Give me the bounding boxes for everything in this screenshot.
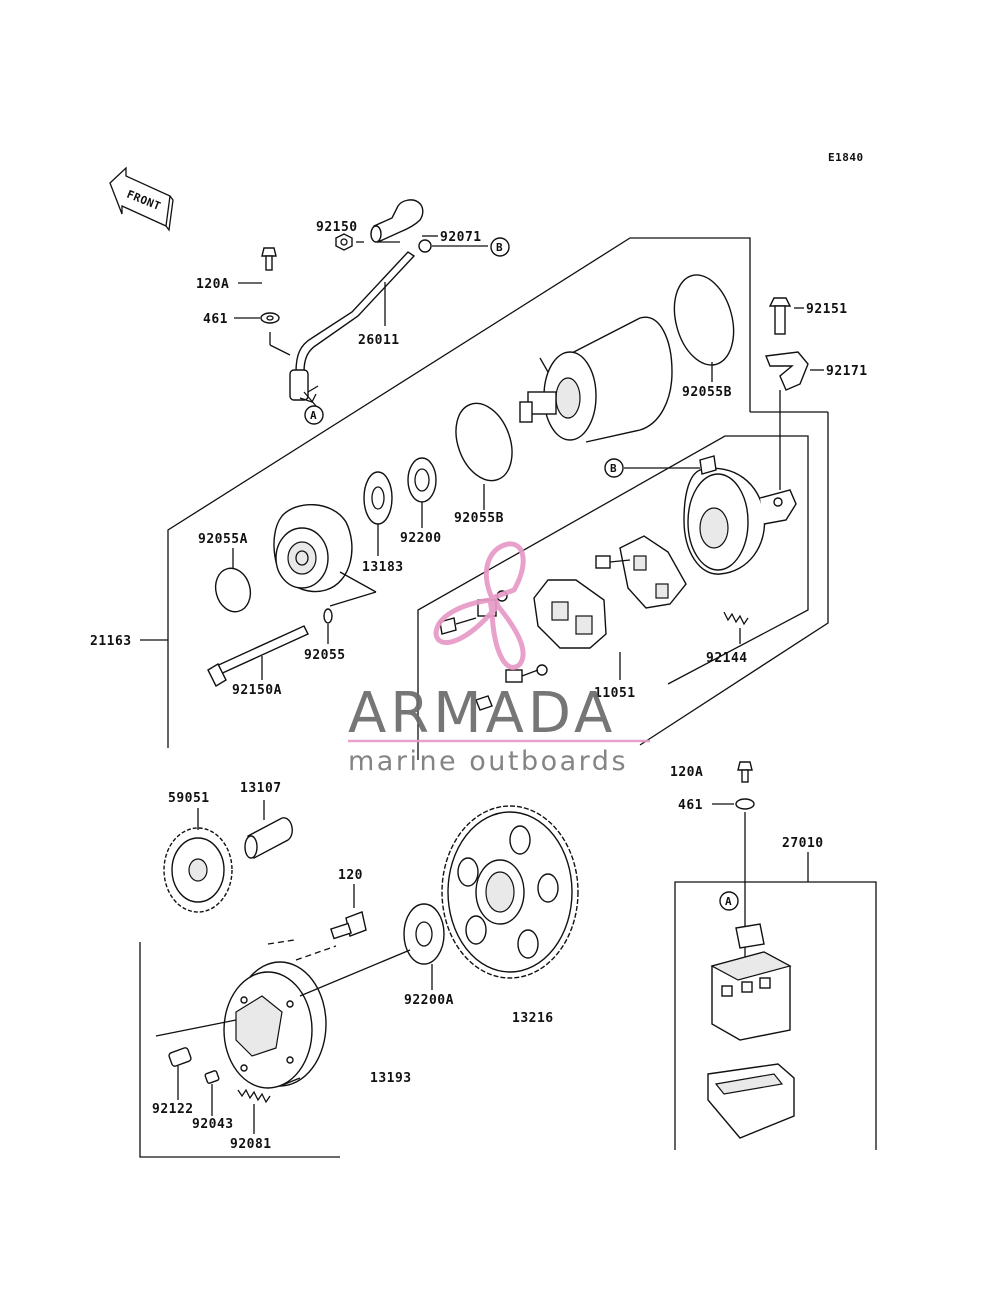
label-13216: 13216 (512, 1011, 554, 1026)
cable-cap-92071 (370, 199, 438, 243)
bolt-120 (330, 884, 367, 940)
label-461-bottom: 461 (678, 798, 703, 813)
bolt-92150a (207, 625, 309, 687)
nut-92150 (335, 233, 400, 251)
watermark-brand: ARMADA (348, 681, 616, 746)
o-ring-92055b-top (673, 274, 735, 382)
label-26011: 26011 (358, 333, 400, 348)
label-92200a: 92200A (404, 993, 454, 1008)
plate-13183 (363, 471, 393, 556)
label-92043: 92043 (192, 1117, 234, 1132)
armada-watermark: ARMADA marine outboards (348, 541, 650, 777)
label-92151: 92151 (806, 302, 848, 317)
label-120a-top: 120A (196, 277, 229, 292)
bolt-120a-bottom (737, 761, 753, 783)
cable-26011 (289, 239, 488, 407)
label-21163: 21163 (90, 634, 132, 649)
label-13193: 13193 (370, 1071, 412, 1086)
svg-text:A: A (310, 409, 317, 422)
brush-holder (439, 535, 687, 711)
label-92055: 92055 (304, 648, 346, 663)
label-120: 120 (338, 868, 363, 883)
part-labels: 92150 92071 120A 461 26011 92151 92171 9… (90, 220, 868, 1152)
washer-461-top (234, 312, 291, 356)
label-27010: 27010 (782, 836, 824, 851)
spring-92081 (237, 1088, 271, 1134)
label-92150a: 92150A (232, 683, 282, 698)
bolt-92151 (768, 297, 804, 335)
relay-27010 (707, 923, 795, 1139)
bracket-92171 (765, 351, 824, 490)
washer-92200a (403, 903, 445, 990)
callout-b-mid: B (604, 458, 700, 478)
diagram-code: E1840 (828, 151, 864, 164)
label-92081: 92081 (230, 1137, 272, 1152)
washer-92200 (407, 457, 437, 528)
label-11051: 11051 (594, 686, 636, 701)
label-59051: 59051 (168, 791, 210, 806)
svg-text:A: A (725, 895, 732, 908)
front-arrow-icon: FRONT (109, 166, 174, 232)
brush-holder-bracket (417, 435, 809, 760)
callout-a-top: A (304, 405, 324, 425)
o-ring-92055 (323, 591, 377, 644)
o-ring-92055a (214, 548, 252, 613)
callout-a-bottom: A (719, 891, 739, 911)
clutch-13193 (155, 939, 411, 1089)
label-92055b-top: 92055B (682, 385, 732, 400)
yoke-housing (519, 316, 673, 443)
label-92071: 92071 (440, 230, 482, 245)
motor-assembly-bracket (140, 237, 829, 748)
pin-92043 (204, 1070, 220, 1116)
gear-59051 (163, 808, 233, 913)
label-92055b-mid: 92055B (454, 511, 504, 526)
spring-92144 (723, 611, 749, 644)
propeller-logo-icon (433, 541, 526, 670)
rear-end-cover (683, 455, 797, 575)
callout-b-top: B (490, 237, 510, 257)
label-13107: 13107 (240, 781, 282, 796)
label-92122: 92122 (152, 1102, 194, 1117)
label-92150: 92150 (316, 220, 358, 235)
svg-text:B: B (610, 462, 617, 475)
label-92055a: 92055A (198, 532, 248, 547)
o-ring-92055b-mid (455, 402, 513, 510)
roller-92122 (168, 1047, 192, 1100)
relay-bracket (674, 852, 877, 1150)
watermark-tagline: marine outboards (348, 746, 628, 777)
label-92144: 92144 (706, 651, 748, 666)
shaft-13107 (244, 800, 293, 860)
svg-text:B: B (496, 241, 503, 254)
label-13183: 13183 (362, 560, 404, 575)
label-92200: 92200 (400, 531, 442, 546)
label-92171: 92171 (826, 364, 868, 379)
clutch-bracket (139, 942, 340, 1158)
label-461-top: 461 (203, 312, 228, 327)
front-end-cover (273, 504, 377, 593)
bolt-120a-top (238, 247, 277, 284)
label-120a-bottom: 120A (670, 765, 703, 780)
gear-13216 (441, 805, 579, 979)
